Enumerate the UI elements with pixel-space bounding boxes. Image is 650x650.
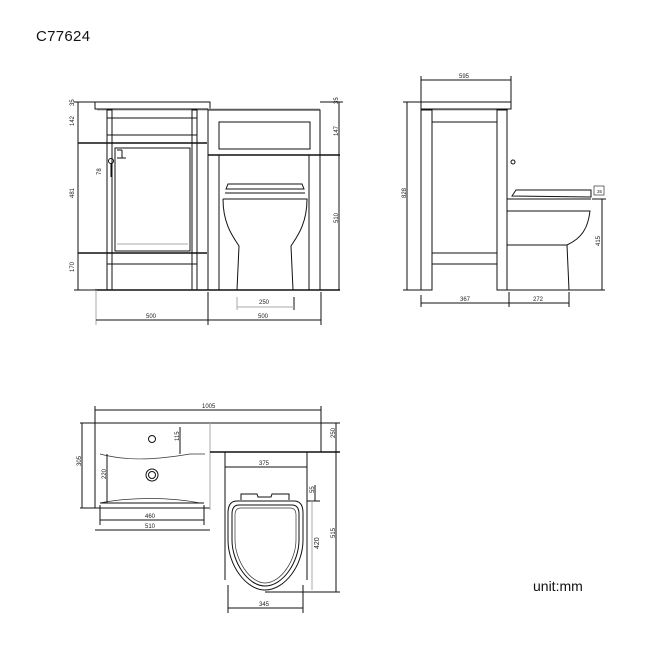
- dim-wc-top-thickness: 35: [334, 97, 340, 104]
- dim-seat-length: 420: [314, 537, 321, 549]
- vanity-right-leg: [191, 109, 198, 291]
- basin-bowl-top-edge: [99, 453, 205, 460]
- side-seat: [511, 189, 592, 198]
- dim-basin-inner-width: 460: [145, 514, 156, 520]
- dim-wc-width: 500: [258, 314, 269, 320]
- tap-hole-icon: [148, 435, 156, 443]
- side-pan-profile: [507, 210, 591, 291]
- toilet-seat-inner: [231, 504, 300, 587]
- wc-unit-frame: [207, 109, 321, 291]
- dim-wc-panel-height: 147: [334, 125, 340, 136]
- front-view: 35 142 481 170 78 35 147 510 500 500 250: [70, 97, 343, 325]
- side-view: 595 828 35 415 367 272: [402, 74, 606, 307]
- dim-seat-width: 345: [259, 602, 270, 608]
- toilet-seat-outer: [227, 500, 304, 591]
- dim-seat-gap: 55: [310, 486, 316, 493]
- dim-plinth-height: 170: [70, 261, 76, 272]
- wc-access-panel: [218, 121, 311, 150]
- door-knob-icon: [108, 158, 114, 164]
- dim-tap-hole-offset: 115: [175, 431, 181, 441]
- dim-side-top-depth: 595: [459, 74, 470, 80]
- dim-side-frame-depth: 367: [460, 297, 471, 303]
- dim-side-pan-depth: 272: [533, 297, 544, 303]
- product-code: C77624: [36, 28, 91, 45]
- side-rear-post: [496, 109, 508, 291]
- dim-handle-offset: 78: [97, 168, 103, 175]
- seat-hinge: [240, 493, 290, 500]
- dim-wc-lower-height: 510: [334, 212, 340, 223]
- dim-wc-depth: 250: [331, 427, 337, 438]
- dim-side-pan-height: 415: [596, 235, 602, 246]
- dim-vanity-width: 500: [146, 314, 157, 320]
- dim-side-lip: 35: [597, 189, 603, 194]
- dim-side-total-height: 828: [402, 187, 408, 198]
- vanity-left-leg: [106, 109, 113, 291]
- toilet-pan-front: [222, 198, 308, 291]
- flush-button-icon: [510, 159, 516, 165]
- dim-drawer-height: 142: [70, 115, 76, 126]
- dim-bowl-depth: 220: [102, 468, 108, 479]
- dim-basin-depth: 305: [77, 455, 83, 466]
- dim-cistern-width: 375: [259, 461, 270, 467]
- vanity-door: [114, 147, 191, 252]
- waste-outlet-icon: [145, 468, 159, 482]
- side-worktop: [420, 101, 512, 110]
- dim-worktop-thickness: 35: [70, 99, 76, 106]
- dim-pan-base: 250: [259, 300, 270, 306]
- dim-basin-outer-width: 510: [145, 524, 156, 530]
- dim-door-height: 481: [70, 187, 76, 198]
- dim-top-total-width: 1005: [202, 404, 216, 410]
- toilet-seat-front: [225, 183, 305, 190]
- side-front-post: [420, 109, 433, 291]
- top-view: 1005 305 115 220 460 510 250 375: [77, 404, 340, 613]
- vanity-worktop: [94, 101, 211, 110]
- unit-label: unit:mm: [533, 578, 583, 594]
- dim-pan-projection: 515: [331, 527, 337, 538]
